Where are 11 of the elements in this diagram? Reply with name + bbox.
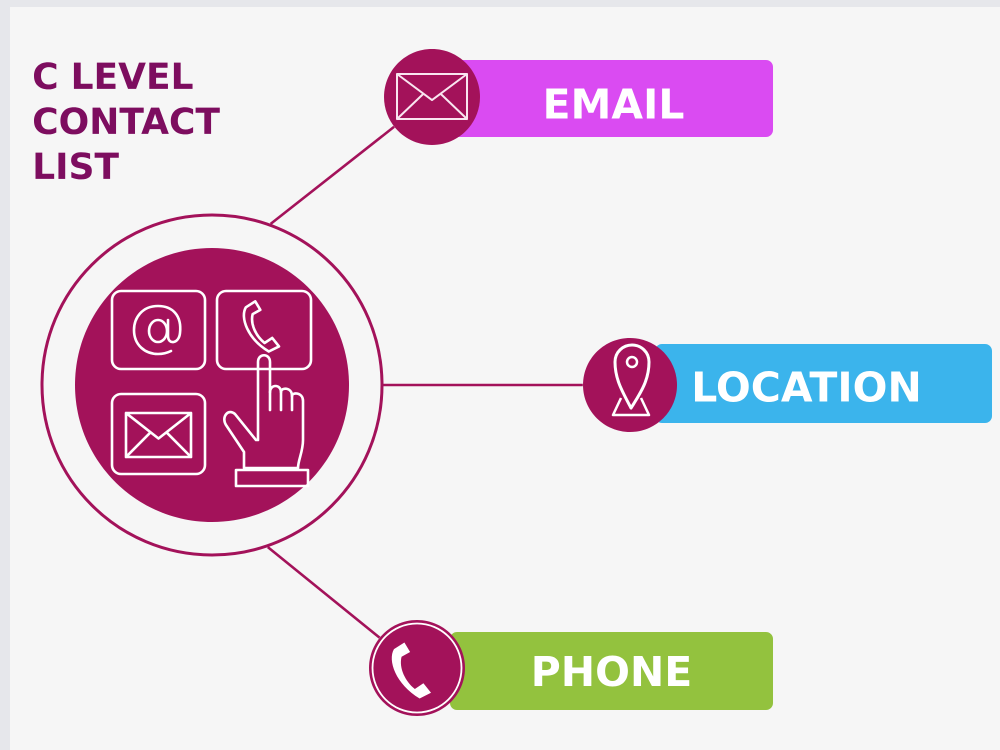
icon-circle [369, 620, 465, 716]
hub-circle [40, 214, 384, 556]
label-bar: PHONE [450, 632, 773, 710]
icon-circle [384, 49, 480, 145]
label-bar: LOCATION [655, 344, 992, 423]
connector-line [267, 546, 380, 639]
connector-line [270, 126, 395, 225]
connector-line [384, 384, 583, 386]
icon-circle [583, 338, 677, 432]
label-bar: EMAIL [440, 60, 773, 137]
title: C LEVEL CONTACT LIST [34, 62, 220, 180]
